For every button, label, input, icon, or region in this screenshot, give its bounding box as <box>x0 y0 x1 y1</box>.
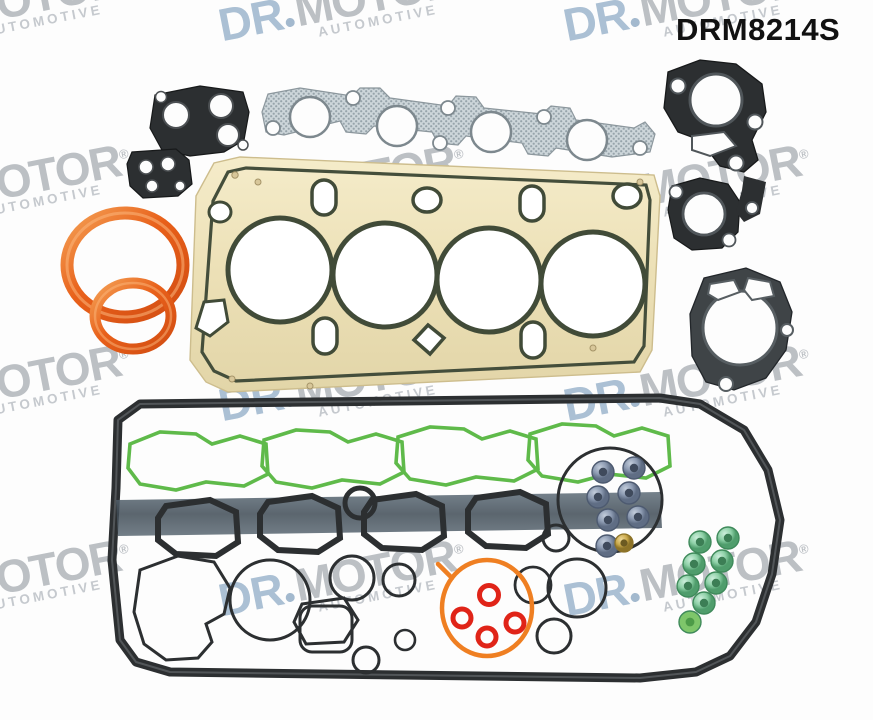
spark-plug-well-seals <box>126 422 672 492</box>
egr-flange-gasket <box>663 59 767 173</box>
valve-cover-gasket <box>107 393 785 683</box>
exhaust-manifold-gasket <box>261 87 656 162</box>
oil-cooler-orings <box>450 583 527 649</box>
thermostat-housing-gasket <box>667 176 766 251</box>
valve-stem-seals-intake <box>586 456 650 558</box>
water-pump-gasket <box>689 267 794 392</box>
steel-backing-strip <box>116 492 662 536</box>
valve-stem-seals-exhaust <box>676 526 740 634</box>
intake-manifold-gaskets <box>155 485 552 560</box>
oil-filter-orange-gasket <box>435 557 535 659</box>
product-code-label: DRM8214S <box>676 12 841 47</box>
oil-pump-gasket-top-left <box>149 85 250 157</box>
crankshaft-seal-rear <box>60 206 190 324</box>
cylinder-head-gasket <box>189 156 661 393</box>
small-gasket-left <box>126 148 193 199</box>
oring-assortment <box>132 446 664 675</box>
crankshaft-seal-front <box>89 277 177 355</box>
